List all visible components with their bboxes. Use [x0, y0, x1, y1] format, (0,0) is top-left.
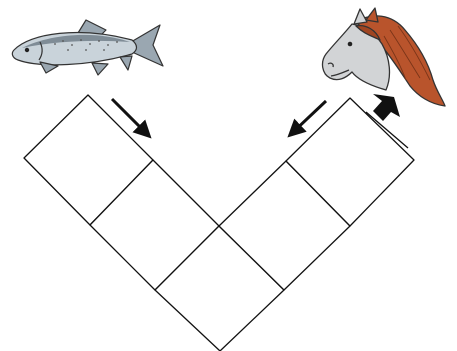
salmon-fish-icon [11, 19, 164, 76]
arrow-down-left-icon [287, 99, 328, 138]
horse-head-icon [321, 7, 446, 107]
crossword-grid [23, 94, 415, 351]
arrow-down-right-icon [110, 97, 152, 139]
grid-cell-right-1[interactable] [285, 97, 415, 227]
right-hook-arrow-icon [365, 94, 409, 149]
